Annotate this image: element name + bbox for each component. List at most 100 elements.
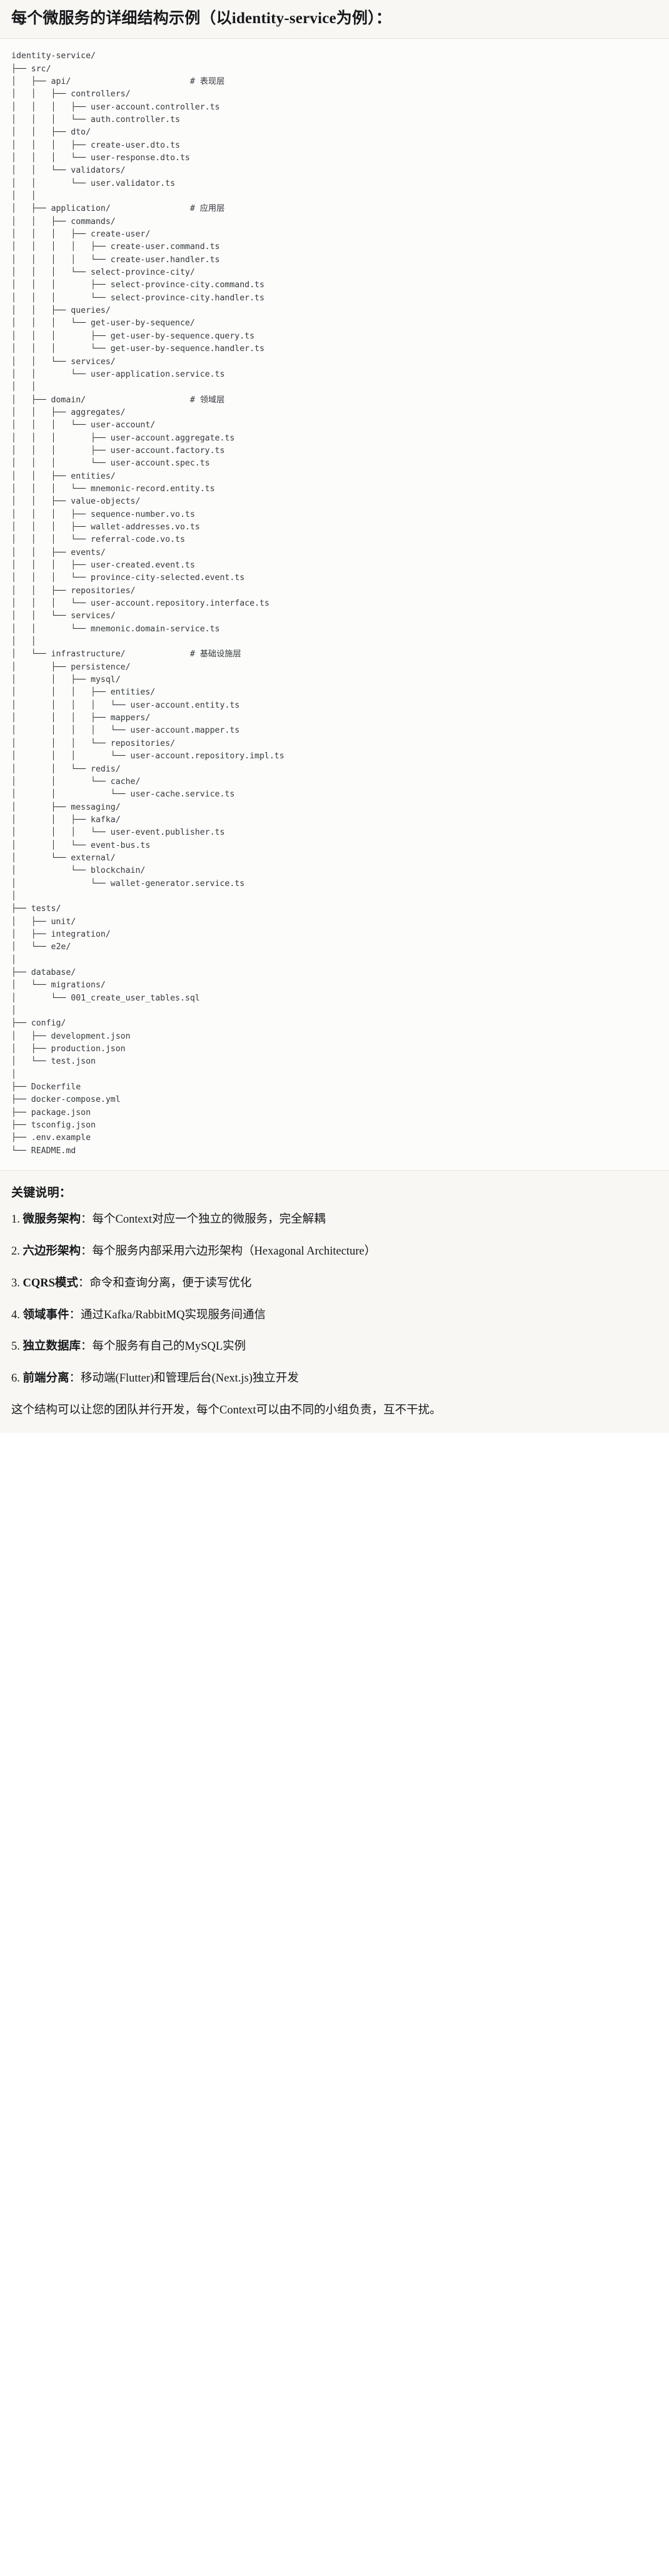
tree-line: │ │ │ ├── user-account.aggregate.ts [11,434,234,443]
tree-line-path: │ │ └── user-cache.service.ts [11,790,235,800]
tree-line-path: │ │ │ ├── wallet-addresses.vo.ts [11,522,200,532]
key-note-separator: ： [81,1340,93,1353]
tree-line-path: │ │ [11,382,36,392]
tree-line-path: │ │ │ └── get-user-by-sequence.handler.t… [11,344,264,354]
tree-line: │ │ │ ├── get-user-by-sequence.query.ts [11,332,254,341]
tree-line-pad [126,649,190,659]
tree-line-path: │ ├── unit/ [11,917,76,927]
tree-line: │ ├── production.json [11,1044,126,1054]
tree-line: │ │ │ ├── user-account.factory.ts [11,446,224,456]
tree-line-path: │ │ │ │ └── user-account.mapper.ts [11,726,240,736]
tree-line-path: │ └── wallet-generator.service.ts [11,878,245,888]
tree-line: │ │ ├── kafka/ [11,815,121,825]
tree-line: │ │ └── user-cache.service.ts [11,790,234,799]
tree-line-path: │ │ │ │ └── user-account.entity.ts [11,700,240,710]
tree-line-path: │ │ │ ├── user-account.controller.ts [11,102,220,112]
tree-line: │ │ │ ├── user-account.controller.ts [11,103,219,112]
key-note-description: 每个服务内部采用六边形架构（Hexagonal Architecture） [92,1245,376,1258]
tree-line: │ ├── unit/ [11,917,76,927]
tree-line: │ │ ├── commands/ [11,217,116,227]
tree-line: │ │ └── user-application.service.ts [11,370,224,379]
tree-line-path: │ │ ├── entities/ [11,471,116,481]
tree-line: │ │ │ ├── mappers/ [11,713,150,723]
tree-line: │ │ │ ├── sequence-number.vo.ts [11,510,195,519]
tree-line: │ │ [11,382,36,392]
tree-line: │ [11,955,16,965]
tree-line-path: │ ├── persistence/ [11,662,131,672]
tree-line: │ │ │ └── auth.controller.ts [11,115,180,125]
tree-line: │ │ └── services/ [11,611,116,621]
tree-line: │ [11,892,16,901]
tree-line: │ │ │ │ ├── create-user.command.ts [11,242,219,252]
tree-line: │ │ ├── value-objects/ [11,497,140,506]
tree-line-path: │ │ │ ├── entities/ [11,688,156,698]
tree-line-path: │ │ │ ├── sequence-number.vo.ts [11,509,195,519]
tree-line: │ │ [11,637,36,646]
tree-line-path: │ │ │ └── user-account.repository.impl.t… [11,751,284,761]
tree-line-path: │ │ │ └── referral-code.vo.ts [11,535,185,545]
key-note-separator: ： [69,1372,81,1385]
tree-line: │ │ └── redis/ [11,765,121,774]
tree-line-comment: # 领域层 [189,395,225,405]
directory-tree-block: identity-service/ ├── src/ │ ├── api/ # … [0,39,669,1171]
tree-line: │ │ │ └── user-account.repository.interf… [11,599,269,608]
tree-line-path: │ │ │ └── user-event.publisher.ts [11,828,225,838]
tree-line-path: │ │ │ └── select-province-city/ [11,268,195,278]
tree-line-path: │ [11,891,16,901]
tree-line-path: │ ├── integration/ [11,929,111,939]
tree-line: │ │ │ ├── wallet-addresses.vo.ts [11,522,200,532]
tree-line: │ │ │ └── user-response.dto.ts [11,153,190,163]
tree-line-path: │ │ ├── mysql/ [11,675,121,685]
tree-line: │ ├── api/ # 表现层 [11,77,224,86]
tree-line: │ │ │ ├── entities/ [11,688,155,697]
document-page: 每个微服务的详细结构示例（以identity-service为例）： ident… [0,0,669,1433]
tree-line-path: │ │ │ └── user-account.repository.interf… [11,599,269,609]
tree-line-path: │ ├── development.json [11,1031,131,1041]
tree-line: │ │ ├── queries/ [11,306,111,315]
tree-line-path: │ │ ├── repositories/ [11,586,136,596]
tree-line: │ │ │ └── user-account.spec.ts [11,459,210,468]
tree-line-path: │ │ ├── commands/ [11,216,116,227]
tree-line: │ ├── messaging/ [11,803,121,812]
tree-line-path: │ │ │ └── province-city-selected.event.t… [11,573,245,583]
tree-line-path: │ │ └── redis/ [11,764,121,774]
tree-line-path: │ │ │ └── user-account.spec.ts [11,459,210,469]
tree-line: ├── config/ [11,1019,66,1028]
page-title: 每个微服务的详细结构示例（以identity-service为例）： [11,10,392,27]
tree-line: │ │ │ └── user-event.publisher.ts [11,828,224,837]
tree-line: │ │ └── services/ [11,357,116,367]
title-band: 每个微服务的详细结构示例（以identity-service为例）： [0,0,669,39]
tree-line-path: ├── docker-compose.yml [11,1095,121,1105]
tree-line: │ │ ├── aggregates/ [11,408,126,417]
tree-line: │ │ ├── events/ [11,548,106,557]
tree-line: │ │ │ │ └── user-account.entity.ts [11,701,239,710]
key-note-number: 5. [11,1340,20,1353]
tree-line-path: │ └── external/ [11,853,116,863]
tree-line-path: │ │ [11,637,36,647]
tree-line-path: │ │ ├── kafka/ [11,815,121,825]
tree-line: │ │ │ └── select-province-city.handler.t… [11,293,264,303]
tree-line-path: │ │ │ └── auth.controller.ts [11,115,180,125]
tree-line-path: │ │ [11,191,36,201]
key-note-number: 2. [11,1245,20,1258]
tree-line: │ │ │ └── referral-code.vo.ts [11,535,185,544]
tree-line-path: │ │ │ │ ├── create-user.command.ts [11,242,220,252]
key-note-description: 通过Kafka/RabbitMQ实现服务间通信 [81,1308,266,1321]
key-note-description: 每个服务有自己的MySQL实例 [92,1340,246,1353]
tree-line: ├── tests/ [11,904,61,914]
tree-line: identity-service/ [11,51,96,61]
tree-line: ├── tsconfig.json [11,1121,96,1130]
tree-line-path: │ │ └── validators/ [11,166,126,176]
tree-line-path: │ │ └── user-application.service.ts [11,369,225,379]
tree-line: │ │ │ └── get-user-by-sequence/ [11,318,195,328]
tree-line-path: │ └── test.json [11,1057,96,1067]
tree-line: │ ├── application/ # 应用层 [11,204,224,213]
tree-line-path: │ │ │ ├── user-account.factory.ts [11,445,225,456]
tree-line-path: │ │ ├── events/ [11,547,106,557]
tree-line: │ [11,1006,16,1016]
key-note-separator: ： [78,1276,90,1290]
tree-line-path: │ ├── messaging/ [11,802,121,812]
tree-line-path: └── README.md [11,1146,76,1156]
tree-line: │ │ │ ├── select-province-city.command.t… [11,280,264,290]
tree-line: │ │ └── user.validator.ts [11,179,175,188]
